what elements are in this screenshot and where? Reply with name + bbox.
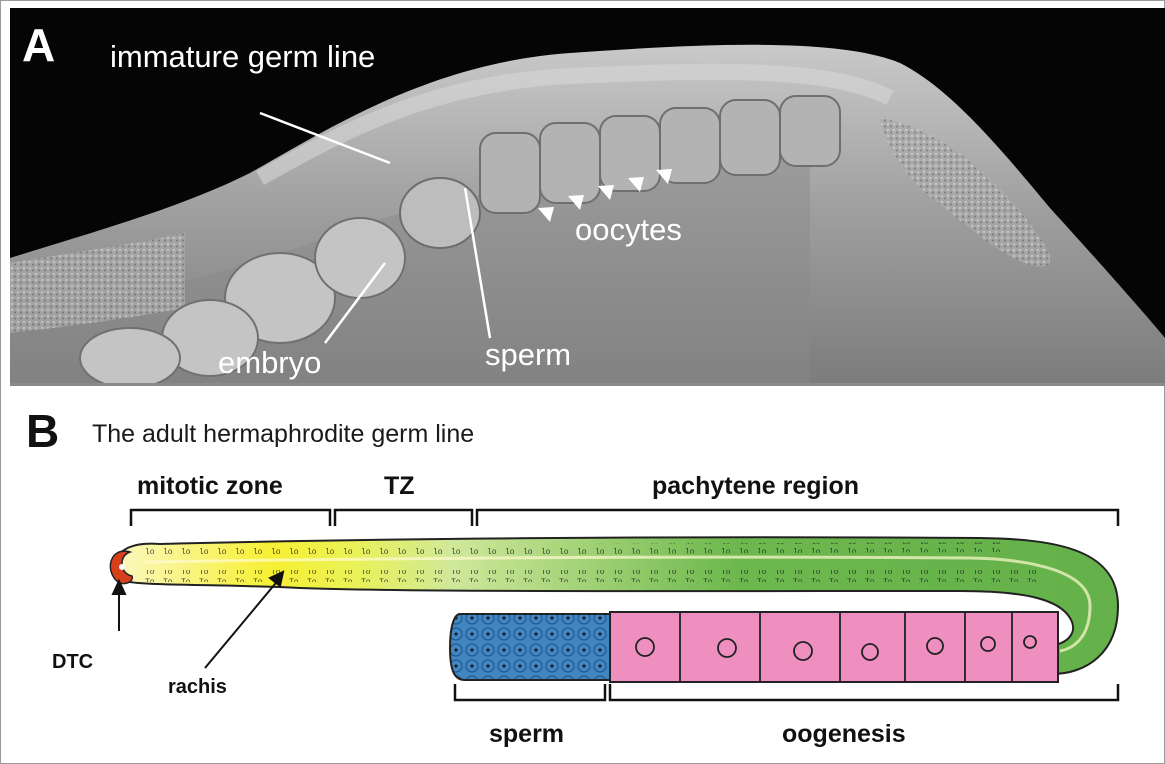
oocyte-compartment xyxy=(610,612,1058,682)
mitotic-zone-label: mitotic zone xyxy=(137,472,283,500)
sperm-compartment xyxy=(450,614,610,680)
panel-b-subtitle: The adult hermaphrodite germ line xyxy=(92,420,474,448)
schematic-panel: To lo xyxy=(0,386,1165,764)
tz-label: TZ xyxy=(384,472,415,500)
sperm-label: sperm xyxy=(485,338,571,372)
micrograph-panel: A immature germ line oocytes embryo sper… xyxy=(10,8,1165,383)
panel-b-letter: B xyxy=(26,408,59,454)
pachytene-region-label: pachytene region xyxy=(652,472,859,500)
rachis-label: rachis xyxy=(168,676,227,698)
immature-germ-line-label: immature germ line xyxy=(110,40,375,74)
dtc-label: DTC xyxy=(52,651,93,673)
oocytes-label: oocytes xyxy=(575,213,682,247)
panel-a-letter: A xyxy=(22,22,55,68)
sperm-region-label: sperm xyxy=(489,720,564,748)
embryo-label: embryo xyxy=(218,346,321,380)
oogenesis-label: oogenesis xyxy=(782,720,906,748)
